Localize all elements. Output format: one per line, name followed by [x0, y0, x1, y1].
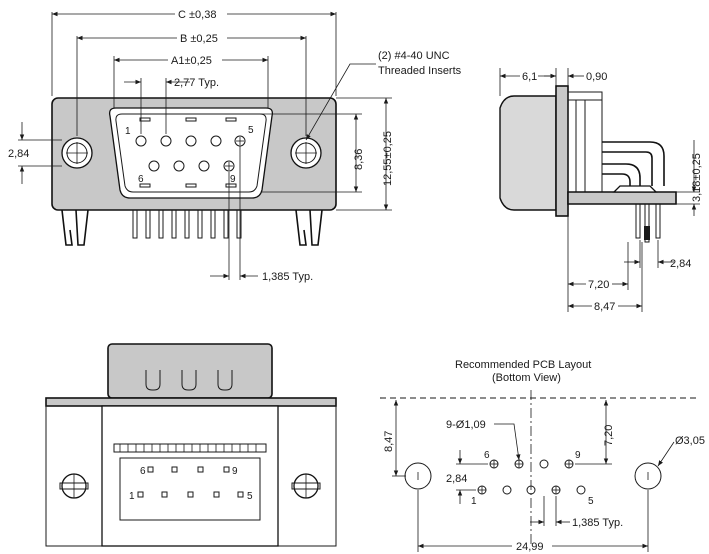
- bottom-screw-left: [59, 473, 89, 499]
- pcb-pin-label-6: 6: [484, 450, 490, 461]
- front-pin-label-9: 9: [230, 174, 236, 185]
- pcb-mount-hole-right: [634, 462, 662, 490]
- bottom-view: 6 9 1 5: [45, 343, 337, 547]
- bottom-screw-right: [291, 473, 321, 499]
- pcb-title-line1: Recommended PCB Layout: [455, 359, 591, 371]
- pcb-720-label: 7,20: [603, 425, 615, 446]
- pcb-title-line2: (Bottom View): [492, 372, 561, 384]
- insert-note-line2: Threaded Inserts: [378, 65, 462, 77]
- bottom-body: [101, 405, 279, 547]
- pcb-pitch-label: 1,385 Typ.: [572, 517, 623, 529]
- board-lock-right: [295, 209, 323, 246]
- front-d-shell-outer: [108, 107, 274, 199]
- pcb-hole-large-label: Ø3,05: [675, 435, 705, 447]
- pcb-284-label: 2,84: [446, 473, 467, 485]
- insert-note-line1: (2) #4-40 UNC: [378, 50, 450, 62]
- side-base: [567, 191, 677, 205]
- front-view: 1 5 6 9 C ±0,38 B ±0,25: [8, 9, 462, 283]
- front-d-shell-inner: [115, 113, 267, 193]
- pcb-pin-label-9: 9: [575, 450, 581, 461]
- pcb-pin-label-5: 5: [588, 496, 594, 507]
- front-pin-tails: [132, 210, 242, 239]
- dim-b-label: B ±0,25: [180, 33, 218, 45]
- dim-c-label: C ±0,38: [178, 9, 216, 21]
- board-lock-left: [61, 209, 89, 246]
- pcb-847-label: 8,47: [383, 431, 395, 452]
- side-720-label: 7,20: [588, 279, 609, 291]
- bottom-pin-label-9: 9: [232, 466, 238, 477]
- side-847-label: 8,47: [594, 301, 615, 313]
- front-pin-label-5: 5: [248, 125, 254, 136]
- side-flange-label: 0,90: [586, 71, 607, 83]
- bottom-flange: [45, 397, 337, 407]
- height-inner-label: 8,36: [353, 149, 365, 170]
- side-bent-pins: [602, 141, 665, 192]
- side-depth-label: 6,1: [522, 71, 537, 83]
- front-pin-row-bottom: [148, 160, 235, 172]
- side-view: 6,1 0,90 3,18±0,25 2,84 7,20 8,47: [499, 68, 703, 313]
- pcb-hole-small-label: 9-Ø1,09: [446, 419, 486, 431]
- side-flange: [555, 85, 569, 217]
- pcb-width-label: 24,99: [516, 541, 544, 553]
- pcb-pin-label-1: 1: [471, 496, 477, 507]
- front-pin-label-1: 1: [125, 126, 131, 137]
- bottom-pin-row-bottom: [137, 491, 244, 498]
- side-height-label: 3,18±0,25: [691, 153, 703, 202]
- front-pin-row-top: [135, 135, 246, 147]
- dim-a1-label: A1±0,25: [171, 55, 212, 67]
- height-left-label: 2,84: [8, 148, 29, 160]
- pitch-top-label: 2,77 Typ.: [174, 77, 219, 89]
- side-pitch-label: 2,84: [670, 258, 691, 270]
- bottom-pin-label-5: 5: [247, 491, 253, 502]
- pcb-layout: Recommended PCB Layout (Bottom View) 6 9…: [380, 359, 705, 553]
- bottom-pin-label-1: 1: [129, 491, 135, 502]
- side-tails: [635, 204, 661, 243]
- side-shell: [499, 95, 557, 211]
- height-outer-label: 12,55±0,25: [382, 131, 394, 186]
- bottom-pin-label-6: 6: [140, 466, 146, 477]
- pitch-bottom-label: 1,385 Typ.: [262, 271, 313, 283]
- bottom-pin-row-top: [147, 466, 230, 473]
- pcb-hole-row-bottom: [477, 485, 586, 495]
- pcb-hole-row-top: [489, 459, 574, 469]
- front-pin-label-6: 6: [138, 174, 144, 185]
